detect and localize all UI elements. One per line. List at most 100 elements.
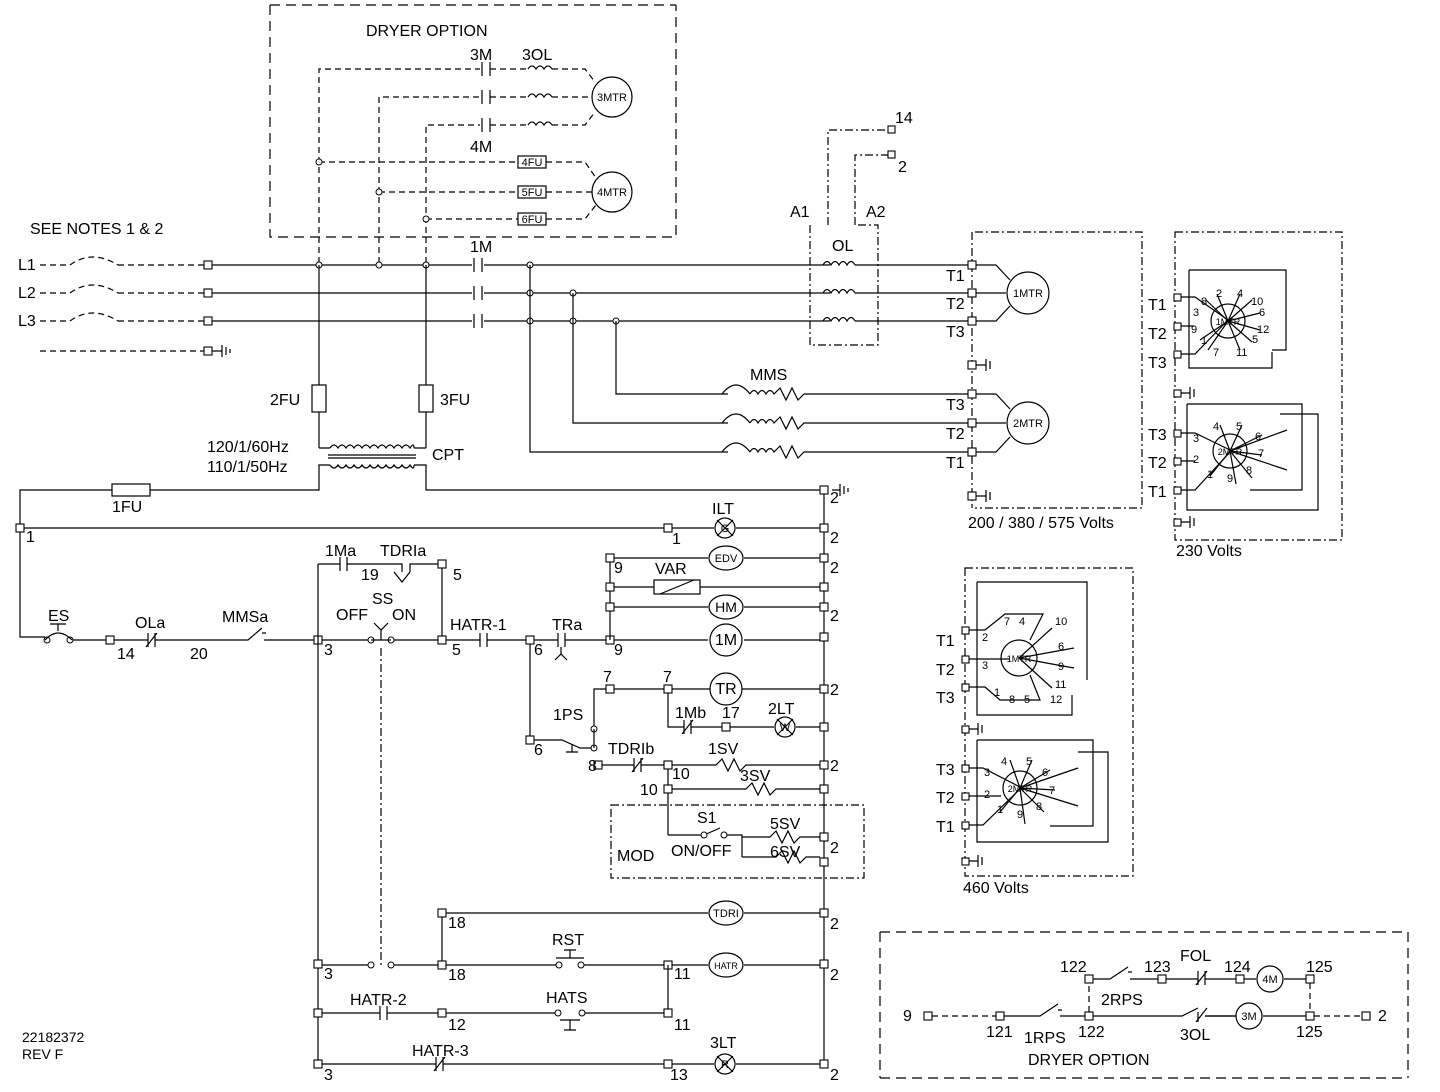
wire-18-label: 18 bbox=[448, 915, 466, 932]
label-4m: 4M bbox=[470, 139, 492, 156]
label-1ma: 1Ma bbox=[325, 543, 356, 560]
pin-460-2mtr-6: 6 bbox=[1042, 767, 1048, 779]
label-2mtr-t1: T1 bbox=[946, 455, 965, 472]
ground-460-2mtr-icon bbox=[969, 855, 983, 867]
label-ilt: ILT bbox=[712, 501, 734, 518]
pin-460-2mtr-8: 8 bbox=[1036, 801, 1042, 813]
ss-selector-icon bbox=[371, 622, 391, 641]
ground-1mtr-icon bbox=[976, 359, 991, 371]
label-6sv: 6SV bbox=[770, 844, 801, 861]
wire-9-label: 9 bbox=[614, 642, 623, 659]
pin-230-2mtr-5: 5 bbox=[1236, 421, 1242, 433]
mms-heaters-icon bbox=[749, 386, 972, 460]
control-ladder: 2 2 2 2 2 2 2 2 2 2 1 1 G ILT ES 14 OLa … bbox=[15, 484, 865, 1084]
cpt-secondary-icon bbox=[329, 463, 415, 469]
pin-230-1mtr-4: 4 bbox=[1237, 288, 1243, 300]
label-460-1mtr-t3: T3 bbox=[936, 690, 955, 707]
label-dryer-3ol: 3OL bbox=[1180, 1027, 1210, 1044]
cpt-primary-icon bbox=[329, 444, 415, 450]
label-tr: TR bbox=[715, 681, 736, 698]
label-hatr3: HATR-3 bbox=[412, 1043, 469, 1060]
var-varistor-icon bbox=[653, 579, 701, 595]
pin-460-1mtr-11: 11 bbox=[1055, 679, 1066, 691]
label-tdri: TDRI bbox=[713, 908, 739, 920]
label-230-1mtr-t1: T1 bbox=[1148, 297, 1167, 314]
motor-4mtr-icon bbox=[591, 171, 633, 213]
wire-5-label: 5 bbox=[452, 642, 461, 659]
label-3ol: 3OL bbox=[522, 47, 552, 64]
hm-hourmeter-icon bbox=[708, 594, 744, 620]
label-5sv: 5SV bbox=[770, 816, 801, 833]
wire-20-label: 20 bbox=[190, 646, 208, 663]
label-3m: 3M bbox=[470, 47, 492, 64]
coil-4m-icon bbox=[1256, 965, 1284, 993]
1rps-switch-icon bbox=[1004, 1003, 1085, 1017]
wire-3-label: 3 bbox=[324, 1067, 333, 1084]
edv-coil-icon bbox=[708, 545, 744, 571]
label-dryer-w9: 9 bbox=[903, 1008, 912, 1025]
label-fol: FOL bbox=[1180, 948, 1211, 965]
fuse-2fu-icon bbox=[311, 384, 327, 413]
label-230-1mtr-t2: T2 bbox=[1148, 326, 1167, 343]
pin-460-1mtr-2: 2 bbox=[982, 632, 988, 644]
pin-230-1mtr-12: 12 bbox=[1257, 324, 1269, 336]
label-dryer-w2: 2 bbox=[1378, 1008, 1387, 1025]
wiring-230-2mtr-icon bbox=[1212, 433, 1248, 469]
pin-230-1mtr-2: 2 bbox=[1216, 288, 1222, 300]
pin-230-1mtr-1: 1 bbox=[1201, 335, 1207, 347]
label-1mtr: 1MTR bbox=[1013, 288, 1043, 300]
label-230-2mtr-t2: T2 bbox=[1148, 455, 1167, 472]
label-ss-on: ON bbox=[392, 607, 416, 624]
lamp-w-letter: W bbox=[780, 722, 791, 734]
overload-heaters-icon bbox=[822, 260, 856, 323]
label-l1: L1 bbox=[18, 257, 36, 274]
label-s1: S1 bbox=[697, 810, 717, 827]
label-1ps: 1PS bbox=[553, 707, 583, 724]
coil-tr-icon bbox=[709, 672, 743, 706]
label-coil-3m: 3M bbox=[1241, 1011, 1256, 1023]
coil-tdri-icon bbox=[708, 900, 744, 926]
label-voltage-460: 460 Volts bbox=[963, 880, 1029, 897]
mmsa-contact-icon bbox=[232, 627, 316, 641]
label-voltage-230: 230 Volts bbox=[1176, 543, 1242, 560]
label-1sv: 1SV bbox=[708, 741, 739, 758]
pin-230-1mtr-8: 8 bbox=[1201, 296, 1207, 308]
motor-3mtr-icon bbox=[591, 76, 633, 118]
ground-230-1mtr-icon bbox=[1181, 387, 1195, 399]
ilt-lamp-icon bbox=[714, 517, 736, 539]
pin-460-1mtr-12: 12 bbox=[1050, 694, 1062, 706]
label-rst: RST bbox=[552, 932, 584, 949]
wire-2-label: 2 bbox=[830, 530, 839, 547]
label-tdrib: TDRIb bbox=[608, 741, 654, 758]
pin-230-1mtr-9: 9 bbox=[1191, 324, 1197, 336]
label-hatr1: HATR-1 bbox=[450, 617, 507, 634]
label-3lt: 3LT bbox=[710, 1035, 737, 1052]
wiring-460-1mtr-icon bbox=[1000, 639, 1038, 677]
wiring-460-section: T1 T2 T3 1MTR 7 4 10 2 6 3 9 11 1 8 5 12… bbox=[936, 567, 1134, 897]
label-4fu: 4FU bbox=[522, 157, 543, 169]
pin-230-1mtr-6: 6 bbox=[1259, 307, 1265, 319]
label-ol: OL bbox=[832, 238, 853, 255]
label-cpt: CPT bbox=[432, 447, 464, 464]
pin-460-1mtr-10: 10 bbox=[1055, 616, 1067, 628]
label-460-2mtr-t1: T1 bbox=[936, 819, 955, 836]
label-dryer-w125b: 125 bbox=[1296, 1024, 1323, 1041]
wire-19-label: 19 bbox=[361, 567, 379, 584]
label-mmsa: MMSa bbox=[222, 609, 268, 626]
label-4mtr: 4MTR bbox=[597, 187, 627, 199]
label-6fu: 6FU bbox=[522, 214, 543, 226]
label-2mtr-t3: T3 bbox=[946, 397, 965, 414]
wire-3-label: 3 bbox=[324, 966, 333, 983]
coil-1m-icon bbox=[709, 623, 743, 657]
label-2mtr-t2: T2 bbox=[946, 426, 965, 443]
es-switch-icon bbox=[44, 623, 73, 641]
wiring-460-2mtr-icon bbox=[1002, 770, 1038, 806]
label-230-2mtr-t3: T3 bbox=[1148, 427, 1167, 444]
dryer-option-top-title: DRYER OPTION bbox=[366, 23, 488, 40]
label-460-2mtr-t3: T3 bbox=[936, 762, 955, 779]
label-dryer-w123: 123 bbox=[1144, 959, 1171, 976]
pin-230-2mtr-1: 1 bbox=[1207, 469, 1213, 481]
drawing-number: 22182372 bbox=[22, 1029, 85, 1045]
wire-2-label: 2 bbox=[830, 916, 839, 933]
label-1rps: 1RPS bbox=[1024, 1030, 1066, 1047]
